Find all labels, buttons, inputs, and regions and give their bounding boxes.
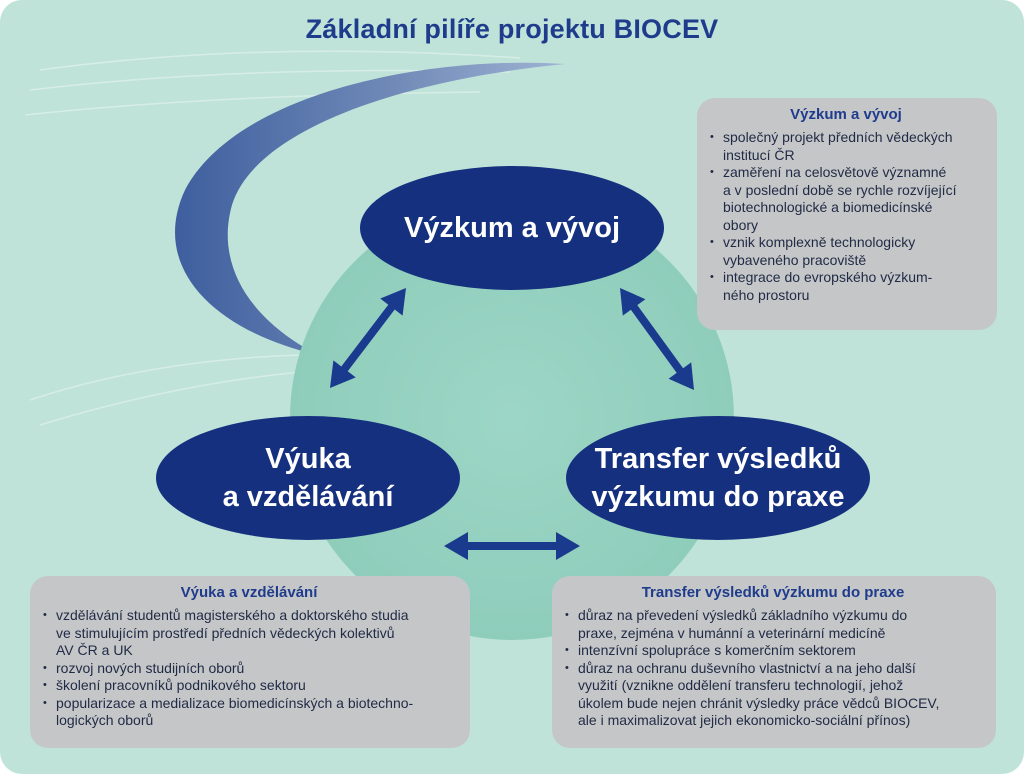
list-item-line: intenzívní spolupráce s komerčním sektor… [578, 642, 856, 658]
list-item-line: společný projekt předních vědeckých [723, 129, 953, 145]
list-item-line: ve stimulujícím prostředí předních vědec… [56, 624, 395, 641]
oval-research-line: Výzkum a vývoj [404, 212, 620, 244]
list-item: společný projekt předních vědeckýchinsti… [709, 129, 983, 164]
list-item-line: popularizace a medializace biomedicínský… [56, 694, 414, 711]
list-item-line: využití (vznikne oddělení transferu tech… [578, 677, 904, 693]
list-item-line: logických oborů [56, 712, 154, 728]
list-item: důraz na převedení výsledků základního v… [564, 607, 982, 642]
info-box-list: společný projekt předních vědeckýchinsti… [709, 129, 983, 304]
list-item-line: institucí ČR [723, 146, 795, 163]
list-item-line: důraz na převedení výsledků základního v… [578, 607, 908, 623]
arrow-research-teaching [330, 288, 406, 388]
info-box-transfer: Transfer výsledků výzkumu do praxe důraz… [552, 576, 996, 748]
list-item-line: AV ČR a UK [56, 642, 133, 658]
info-box-list: důraz na převedení výsledků základního v… [564, 607, 982, 730]
oval-transfer-label: Transfer výsledků výzkumu do praxe [566, 440, 870, 516]
oval-teaching-line: a vzdělávání [222, 481, 394, 513]
arrow-teaching-transfer [444, 532, 580, 560]
list-item: školení pracovníků podnikového sektoru [42, 677, 456, 695]
list-item-line: rozvoj nových studijních oborů [56, 659, 245, 676]
list-item-line: úkolem bude nejen chránit výsledky práce… [578, 694, 940, 711]
info-box-title: Výzkum a vývoj [790, 106, 902, 123]
list-item-line: ale i maximalizovat jejich ekonomicko-so… [578, 712, 911, 728]
oval-teaching [156, 416, 460, 540]
page-title: Základní pilíře projektu BIOCEV [305, 14, 719, 44]
list-item: popularizace a medializace biomedicínský… [42, 695, 456, 730]
list-item: intenzívní spolupráce s komerčním sektor… [564, 642, 982, 660]
oval-transfer-line: výzkumu do praxe [591, 481, 845, 513]
list-item-line: biotechnologické a biomedicínské [723, 199, 933, 215]
arrow-research-transfer [620, 288, 694, 390]
oval-teaching-line: Výuka [265, 443, 351, 475]
list-item: vznik komplexně technologickyvybaveného … [709, 234, 983, 269]
list-item-line: a v poslední době se rychle rozvíjející [723, 181, 957, 198]
list-item-line: integrace do evropského výzkum- [723, 269, 933, 285]
list-item-line: vznik komplexně technologicky [723, 234, 916, 250]
info-box-research: Výzkum a vývoj společný projekt předních… [697, 98, 997, 330]
list-item-line: důraz na ochranu duševního vlastnictví a… [578, 659, 916, 676]
oval-transfer [566, 416, 870, 540]
info-box-list: vzdělávání studentů magisterského a dokt… [42, 607, 456, 730]
info-box-title: Transfer výsledků výzkumu do praxe [641, 584, 905, 601]
oval-teaching-label: Výuka a vzdělávání [158, 440, 458, 516]
decorative-swoosh [175, 62, 566, 356]
oval-research-label: Výzkum a vývoj [362, 209, 662, 247]
oval-transfer-line: Transfer výsledků [594, 443, 842, 475]
list-item-line: zaměření na celosvětově významné [723, 164, 947, 180]
oval-research [360, 166, 664, 290]
list-item-line: vzdělávání studentů magisterského a dokt… [56, 607, 409, 623]
list-item: důraz na ochranu duševního vlastnictví a… [564, 660, 982, 730]
list-item-line: vybaveného pracoviště [723, 251, 867, 268]
double-arrows [330, 288, 694, 560]
info-box-teaching: Výuka a vzdělávání vzdělávání studentů m… [30, 576, 470, 748]
list-item-line: ného prostoru [723, 286, 810, 303]
list-item-line: praxe, zejména v humánní a veterinární m… [578, 624, 886, 641]
list-item-line: obory [723, 216, 759, 233]
list-item: vzdělávání studentů magisterského a dokt… [42, 607, 456, 660]
list-item-line: školení pracovníků podnikového sektoru [56, 677, 306, 693]
info-box-title: Výuka a vzdělávání [180, 584, 318, 601]
list-item: rozvoj nových studijních oborů [42, 660, 456, 678]
list-item: integrace do evropského výzkum-ného pros… [709, 269, 983, 304]
